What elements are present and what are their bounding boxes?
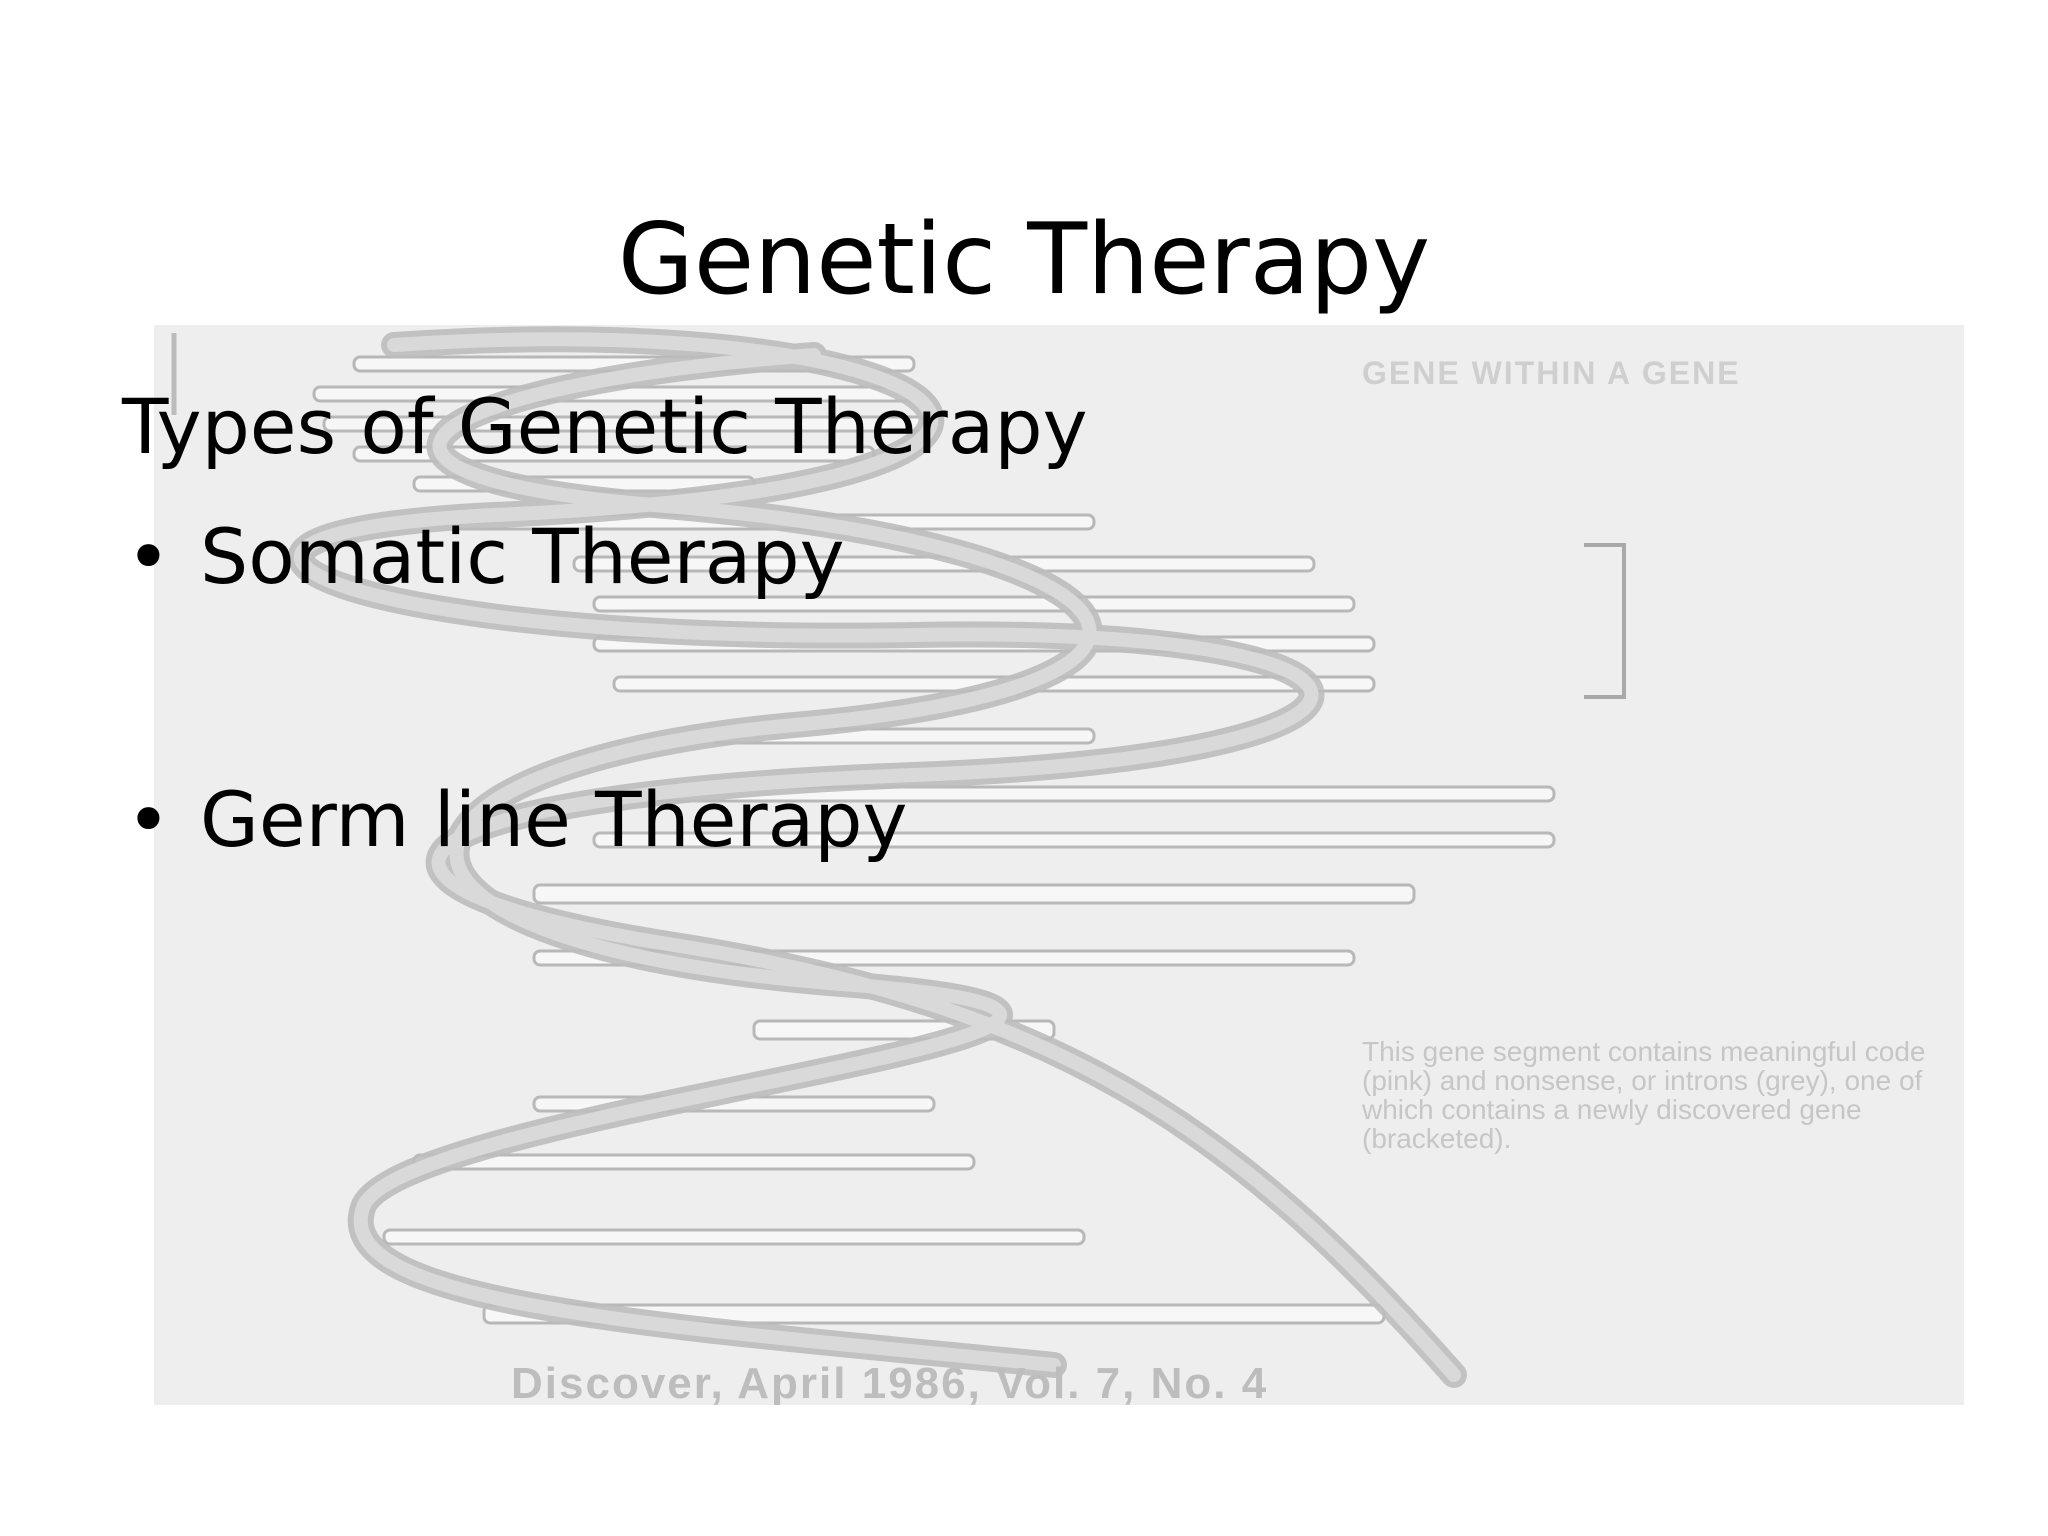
bullet-text: Somatic Therapy bbox=[200, 512, 845, 601]
figure-heading: GENE WITHIN A GENE bbox=[1362, 355, 1741, 391]
dna-helix-figure: GENE WITHIN A GENE This gene segment con… bbox=[154, 325, 1964, 1405]
figure-credit: Discover, April 1986, Vol. 7, No. 4 bbox=[511, 1359, 1269, 1405]
slide-title: Genetic Therapy bbox=[617, 203, 1431, 317]
slide-subheading: Types of Genetic Therapy bbox=[122, 382, 1088, 471]
figure-caption: This gene segment contains meaningful co… bbox=[1362, 1036, 1926, 1154]
bullet-icon: • bbox=[126, 775, 171, 864]
bullet-text: Germ line Therapy bbox=[200, 775, 908, 864]
dna-helix-drawing bbox=[171, 326, 1626, 1388]
bullet-icon: • bbox=[126, 512, 171, 601]
gene-bracket bbox=[1584, 543, 1626, 699]
